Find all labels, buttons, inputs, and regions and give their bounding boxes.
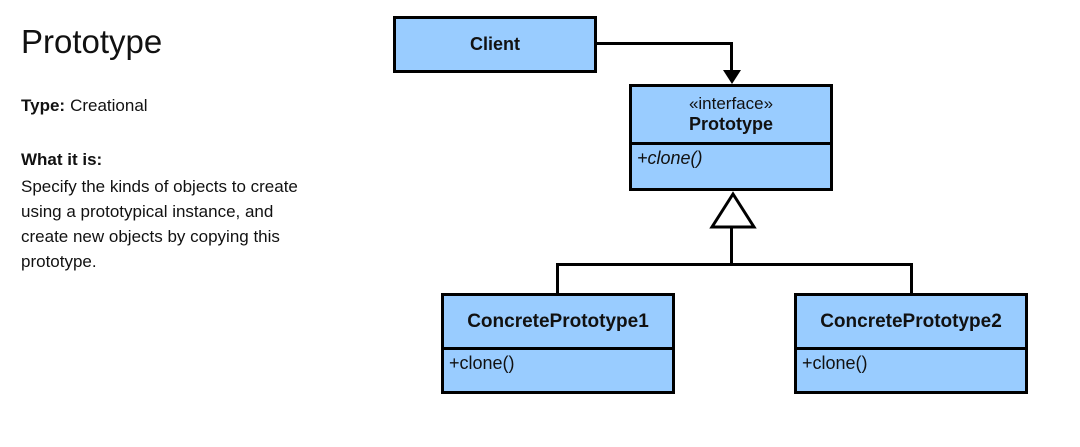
description-line: Specify the kinds of objects to create [21,177,298,196]
page-title: Prototype [21,23,163,60]
generalization-trunk-line [730,227,733,266]
description-line: prototype. [21,252,97,271]
uml-class-client: Client [393,16,597,73]
interface-method-clone: +clone() [632,142,830,188]
class-name-label: ConcretePrototype1 [467,311,649,332]
interface-name-label: Prototype [688,114,773,134]
interface-stereotype: «interface» [688,94,774,113]
type-value: Creational [70,96,148,115]
class-name-label: Client [469,34,520,54]
generalization-drop-right [910,263,913,293]
description-line: using a prototypical instance, and [21,202,274,221]
uml-class-concrete-prototype-1: ConcretePrototype1 +clone() [441,293,675,394]
uml-class-concrete-prototype-2: ConcretePrototype2 +clone() [794,293,1028,394]
interface-name-row: «interface» Prototype [632,87,830,142]
association-line-horizontal [596,42,733,45]
class-method-clone: +clone() [444,347,672,391]
class-name-client: Client [470,19,520,70]
generalization-drop-left [556,263,559,293]
association-arrowhead-icon [723,70,741,84]
description-text: Specify the kinds of objects to create u… [21,174,298,274]
class-method-clone: +clone() [797,347,1025,391]
type-label: Type: [21,96,66,115]
type-line: Type:Creational [21,95,148,117]
uml-interface-prototype: «interface» Prototype +clone() [629,84,833,191]
class-name-row: ConcretePrototype2 [797,296,1025,347]
generalization-branch-line [556,263,913,266]
class-name-row: ConcretePrototype1 [444,296,672,347]
association-line-vertical [730,42,733,72]
description-line: create new objects by copying this [21,227,280,246]
generalization-triangle-icon [709,191,757,229]
class-name-label: ConcretePrototype2 [820,311,1002,332]
what-it-is-label: What it is: [21,150,103,169]
